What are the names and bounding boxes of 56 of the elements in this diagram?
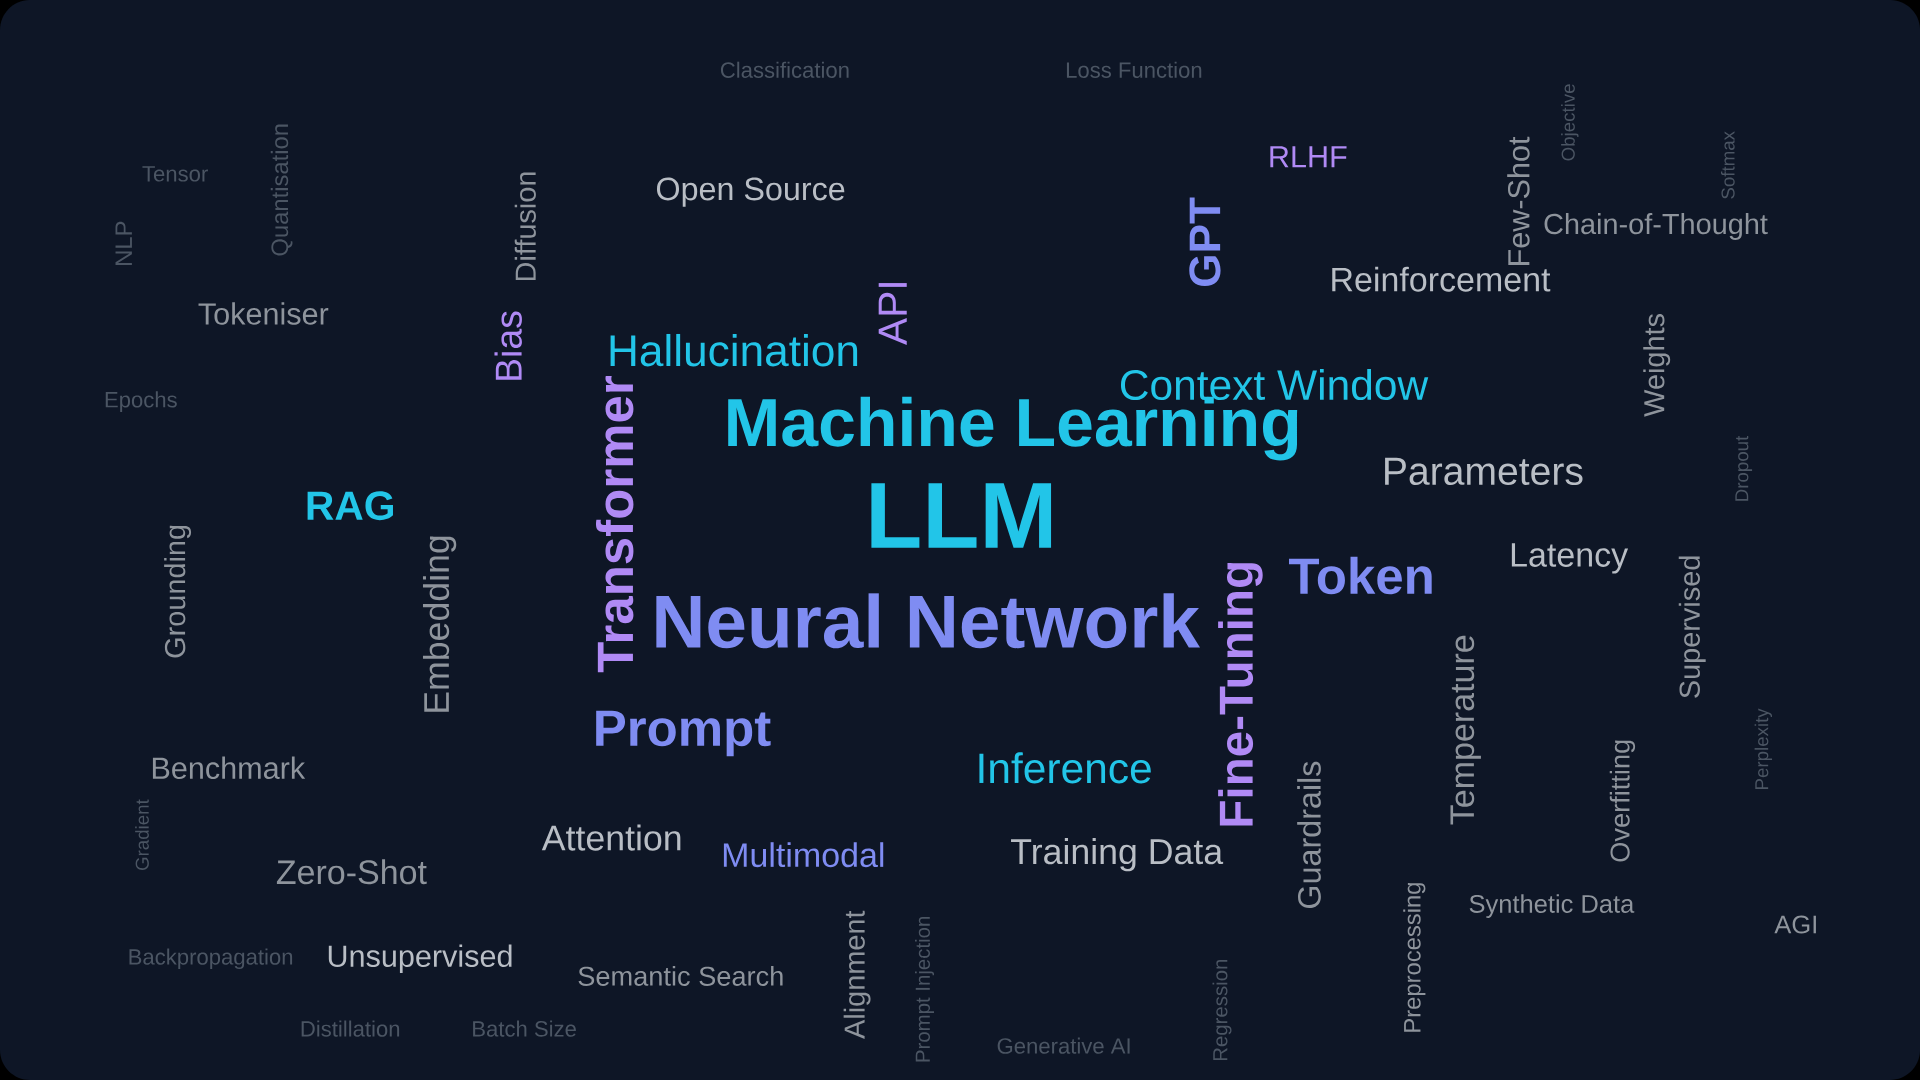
cloud-word: Tokeniser: [198, 302, 329, 325]
cloud-word: Batch Size: [473, 1020, 576, 1037]
cloud-word: Zero-Shot: [276, 859, 427, 885]
cloud-word: Epochs: [105, 391, 177, 412]
cloud-word: Weights: [1643, 314, 1671, 417]
cloud-word: LLM: [871, 483, 1052, 548]
cloud-word: Multimodal: [723, 842, 884, 868]
cloud-word: Latency: [1511, 543, 1629, 574]
cloud-word: Benchmark: [152, 756, 306, 780]
cloud-word: Token: [1289, 556, 1432, 595]
cloud-word: Temperature: [1450, 635, 1481, 825]
cloud-word: Guardrails: [1297, 761, 1321, 908]
cloud-word: Transformer: [596, 376, 634, 673]
cloud-word: Quantisation: [270, 124, 293, 256]
cloud-word: Synthetic Data: [1469, 894, 1635, 918]
cloud-word: Gradient: [135, 799, 149, 870]
cloud-word: Grounding: [164, 525, 192, 658]
cloud-word: Perplexity: [1754, 708, 1773, 789]
cloud-word: Prompt Injection: [915, 917, 934, 1062]
cloud-word: Objective: [1561, 84, 1579, 161]
cloud-word: Preprocessing: [1403, 883, 1426, 1032]
cloud-word: Distillation: [301, 1020, 400, 1037]
cloud-word: Embedding: [422, 536, 457, 712]
cloud-word: Training Data: [1011, 838, 1224, 872]
cloud-word: Softmax: [1720, 131, 1735, 199]
cloud-word: Prompt: [596, 710, 771, 757]
cloud-word: Regression: [1212, 959, 1232, 1061]
cloud-word: Loss Function: [1066, 61, 1202, 78]
cloud-word: Diffusion: [514, 172, 536, 281]
cloud-word: Chain-of-Thought: [1544, 213, 1768, 240]
cloud-word: NLP: [115, 221, 132, 265]
cloud-word: RLHF: [1270, 146, 1347, 168]
cloud-word: Unsupervised: [328, 944, 512, 974]
cloud-word: Few-Shot: [1507, 136, 1530, 265]
cloud-word: Semantic Search: [578, 965, 783, 986]
cloud-word: Reinforcement: [1332, 266, 1551, 292]
cloud-word: Inference: [979, 752, 1151, 784]
cloud-word: Generative AI: [997, 1037, 1130, 1054]
cloud-word: Attention: [541, 824, 681, 851]
cloud-word: Fine-Tuning: [1218, 563, 1263, 826]
cloud-word: Bias: [494, 311, 522, 380]
cloud-word: Supervised: [1678, 556, 1706, 698]
cloud-word: Alignment: [843, 910, 871, 1039]
cloud-word: RAG: [307, 491, 393, 521]
cloud-word: Neural Network: [656, 593, 1201, 649]
cloud-word: GPT: [1189, 197, 1221, 286]
cloud-word: Dropout: [1735, 435, 1753, 501]
cloud-word: AGI: [1774, 915, 1816, 934]
cloud-word: Tensor: [142, 166, 208, 182]
cloud-word: Parameters: [1385, 457, 1583, 486]
cloud-word: Classification: [720, 61, 849, 78]
cloud-word: Backpropagation: [129, 948, 293, 970]
cloud-word: Hallucination: [610, 333, 858, 367]
cloud-word: Overfitting: [1609, 740, 1636, 862]
cloud-word: Open Source: [657, 177, 845, 207]
cloud-word: API: [878, 283, 907, 345]
